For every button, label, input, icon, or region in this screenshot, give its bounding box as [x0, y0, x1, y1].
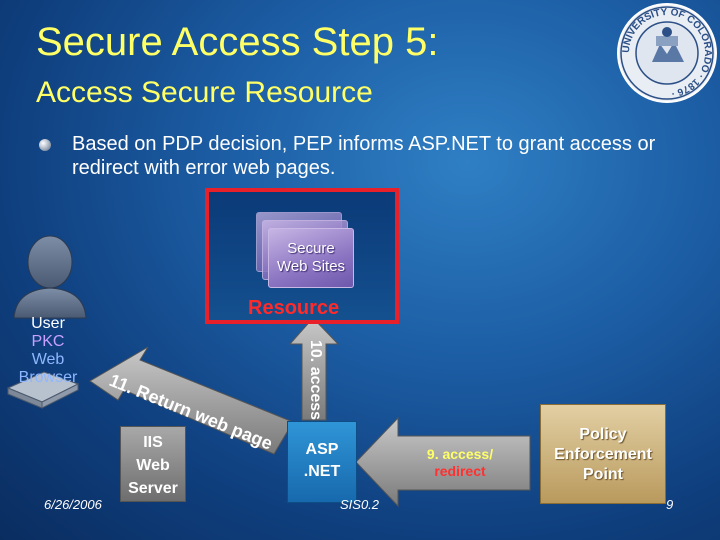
laptop-icon — [6, 371, 80, 409]
user-label-web: Web — [31, 351, 65, 368]
arrow-access-redirect — [355, 416, 531, 508]
arrow-access — [288, 317, 340, 421]
asp-net-box: ASP .NET — [287, 421, 357, 503]
step-9-label: 9. access/ redirect — [426, 446, 494, 479]
page-number: 9 — [666, 497, 674, 512]
policy-enforcement-point-box: Policy Enforcement Point — [540, 404, 666, 504]
secure-web-site-card-front — [268, 228, 354, 288]
step-10-label: 10. access — [307, 340, 324, 421]
user-label-pkc: PKC — [31, 333, 65, 350]
user-icon — [13, 235, 87, 319]
slide-title: Secure Access Step 5: — [36, 20, 439, 64]
slide-subtitle: Access Secure Resource — [36, 76, 373, 109]
bullet-text: Based on PDP decision, PEP informs ASP.N… — [72, 133, 656, 179]
footer-center: SIS0.2 — [340, 497, 380, 512]
resource-label: Resource — [248, 297, 340, 319]
secure-web-sites-label: Secure Web Sites — [276, 240, 346, 275]
footer-date: 6/26/2006 — [44, 497, 102, 512]
arrow-return-web-page — [89, 346, 294, 455]
iis-web-server-box: IIS Web Server — [120, 426, 186, 502]
user-label-browser: Browser — [18, 369, 78, 386]
user-label: User PKC Web Browser — [2, 315, 94, 387]
bullet-icon — [39, 139, 51, 151]
university-seal-logo: UNIVERSITY OF COLORADO · 1876 · — [617, 3, 717, 103]
user-label-line1: User — [31, 315, 65, 332]
